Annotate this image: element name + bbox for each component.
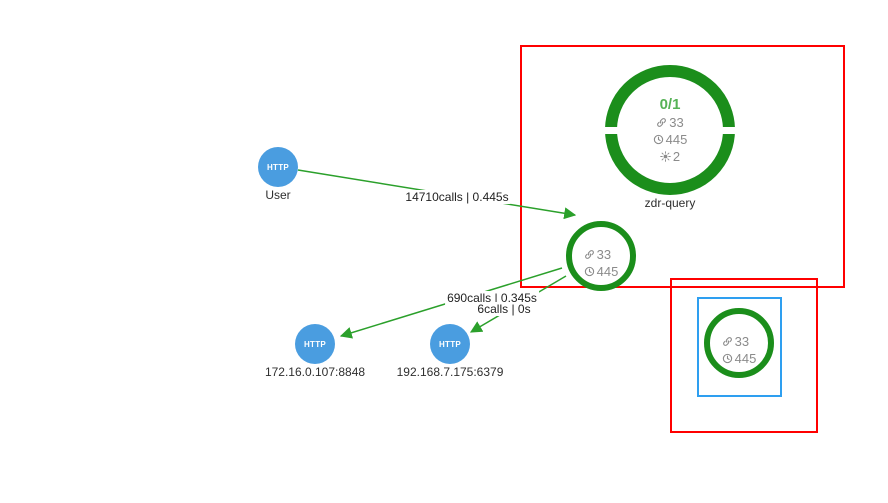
ring-gap-left — [602, 127, 618, 134]
edge-label-user-to-instance: 14710calls | 0.445s — [403, 190, 511, 204]
clock-icon — [653, 134, 663, 145]
http-badge: HTTP — [303, 339, 327, 349]
user-node[interactable]: HTTP — [258, 147, 298, 187]
metric-value: 33 — [734, 334, 750, 349]
instance-latency-metric: 445 — [584, 263, 619, 280]
dependency-node-8848-label: 172.16.0.107:8848 — [264, 365, 366, 379]
metric-value: 445 — [596, 264, 619, 279]
ring-gap-right — [722, 127, 738, 134]
service-latency-metric: 445 — [653, 131, 688, 148]
sun-icon — [660, 151, 671, 162]
service-sla-value: 0/1 — [659, 96, 681, 113]
clock-icon — [584, 266, 594, 277]
dependency-node-6379[interactable]: HTTP — [430, 324, 470, 364]
endpoint-latency-metric: 445 — [722, 350, 757, 367]
instance-calls-metric: 33 — [584, 246, 619, 263]
http-badge: HTTP — [266, 162, 290, 172]
service-calls-metric: 33 — [656, 114, 684, 131]
service-alert-metric: 2 — [660, 148, 680, 165]
metric-value: 33 — [596, 247, 612, 262]
metric-value: 445 — [734, 351, 757, 366]
clock-icon — [722, 353, 732, 364]
edge-label-instance-to-nacos: 690calls | 0.345s — [445, 291, 539, 305]
instance-node[interactable]: 33 445 — [566, 221, 636, 291]
service-node-label: zdr-query — [644, 196, 696, 210]
endpoint-node[interactable]: 33 445 — [704, 308, 774, 378]
annotation-rect-service — [520, 45, 845, 288]
link-icon — [657, 118, 667, 127]
service-node-zdr-query[interactable]: 0/1 33 445 2 — [605, 65, 735, 195]
dependency-node-8848[interactable]: HTTP — [295, 324, 335, 364]
metric-value: 33 — [669, 115, 684, 130]
dependency-node-6379-label: 192.168.7.175:6379 — [396, 365, 504, 379]
link-icon — [584, 250, 594, 259]
http-badge: HTTP — [438, 339, 462, 349]
edge-label-instance-to-redis: 6calls | 0s — [475, 302, 533, 316]
endpoint-calls-metric: 33 — [722, 333, 757, 350]
user-node-label: User — [265, 188, 291, 202]
annotation-rect-endpoint — [670, 278, 818, 433]
metric-value: 445 — [665, 132, 688, 147]
metric-value: 2 — [672, 149, 681, 164]
link-icon — [722, 337, 732, 346]
